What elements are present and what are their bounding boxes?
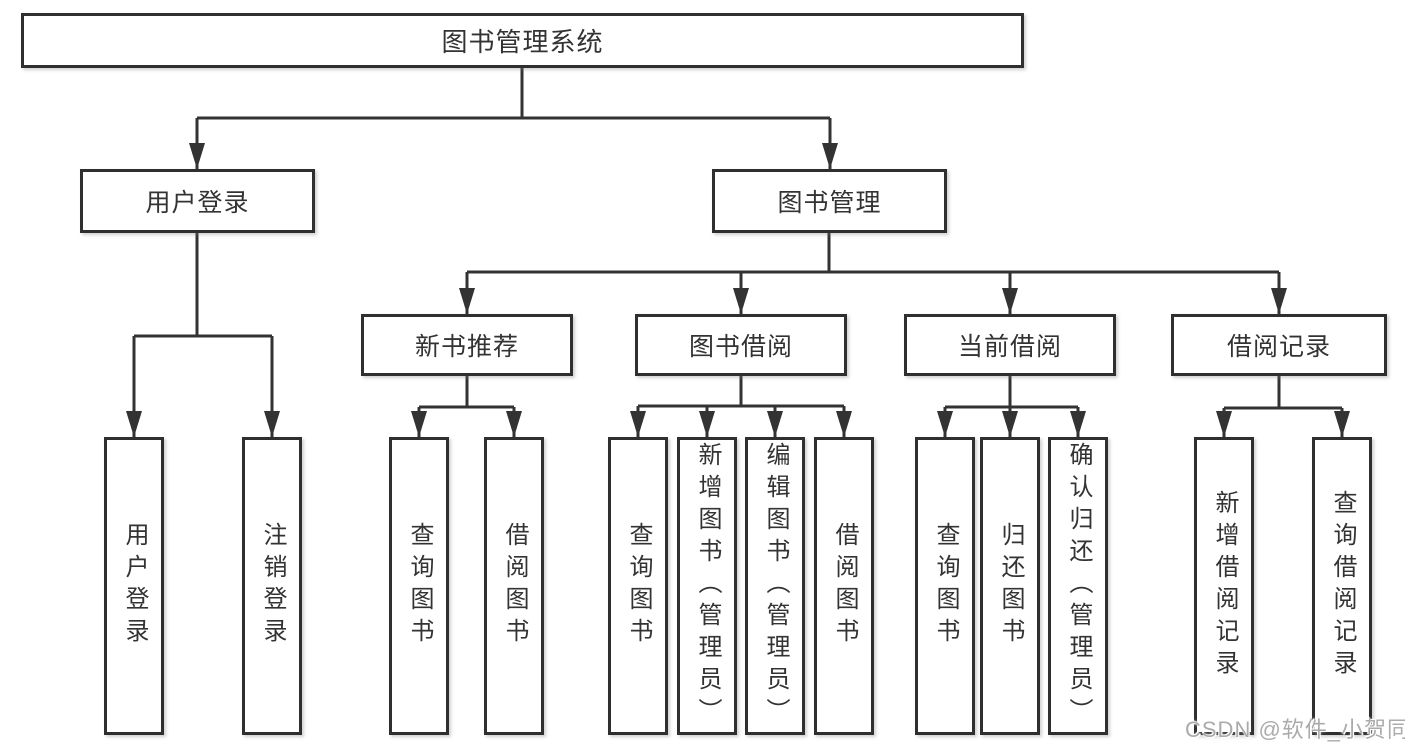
node-borrow-record: 借阅记录 — [1171, 314, 1387, 376]
node-user-login: 用户登录 — [80, 169, 315, 233]
leaf-label: 借阅图书 — [831, 522, 858, 650]
leaf-label: 用户登录 — [121, 522, 148, 650]
node-current-borrow: 当前借阅 — [904, 314, 1116, 376]
leaf-return-books: 归还图书 — [980, 437, 1040, 735]
leaf-label: 确认归还（管理员） — [1065, 442, 1092, 730]
leaf-borrow-books-1: 借阅图书 — [484, 437, 544, 735]
node-new-book-recommend: 新书推荐 — [361, 314, 573, 376]
leaf-label: 借阅图书 — [501, 522, 528, 650]
leaf-label: 新增图书（管理员） — [694, 442, 721, 730]
leaf-label: 新增借阅记录 — [1211, 490, 1238, 682]
node-label: 图书借阅 — [688, 333, 793, 361]
node-label: 当前借阅 — [957, 333, 1062, 361]
leaf-user-login: 用户登录 — [104, 437, 164, 735]
leaf-label: 归还图书 — [997, 522, 1024, 650]
csdn-watermark: CSDN @软件_小贺同学 — [1185, 717, 1405, 742]
node-label: 新书推荐 — [414, 333, 519, 361]
leaf-query-books-3: 查询图书 — [915, 437, 975, 735]
leaf-query-books-1: 查询图书 — [389, 437, 449, 735]
leaf-label: 查询借阅记录 — [1329, 490, 1356, 682]
node-label: 图书管理 — [777, 189, 882, 217]
leaf-logout: 注销登录 — [242, 437, 302, 735]
node-label: 借阅记录 — [1226, 333, 1331, 361]
node-label: 用户登录 — [145, 189, 250, 217]
leaf-edit-books-admin: 编辑图书（管理员） — [745, 437, 805, 735]
leaf-query-borrow-record: 查询借阅记录 — [1312, 437, 1372, 735]
leaf-label: 查询图书 — [625, 522, 652, 650]
leaf-confirm-return-admin: 确认归还（管理员） — [1048, 437, 1108, 735]
node-root-library-system: 图书管理系统 — [21, 13, 1024, 68]
leaf-add-borrow-record: 新增借阅记录 — [1194, 437, 1254, 735]
leaf-label: 查询图书 — [406, 522, 433, 650]
leaf-label: 注销登录 — [259, 522, 286, 650]
leaf-label: 编辑图书（管理员） — [762, 442, 789, 730]
leaf-query-books-2: 查询图书 — [608, 437, 668, 735]
node-label: 图书管理系统 — [441, 27, 604, 57]
leaf-borrow-books-2: 借阅图书 — [814, 437, 874, 735]
node-book-management: 图书管理 — [712, 169, 947, 233]
node-book-borrow: 图书借阅 — [635, 314, 847, 376]
leaf-add-books-admin: 新增图书（管理员） — [677, 437, 737, 735]
leaf-label: 查询图书 — [932, 522, 959, 650]
